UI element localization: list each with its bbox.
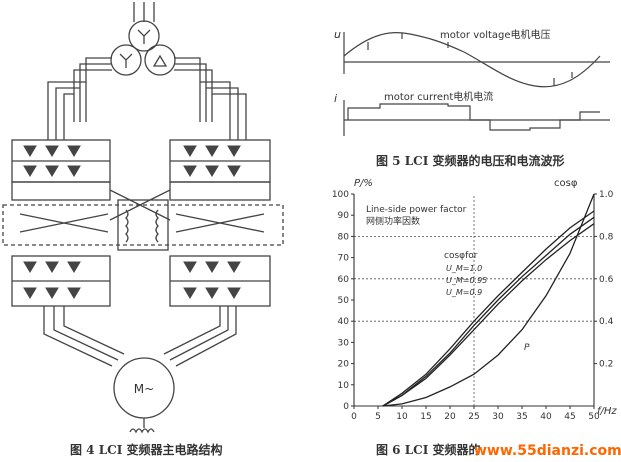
- series-line-3: [382, 193, 595, 407]
- motor-label: M~: [134, 382, 154, 396]
- box-title: Line-side power factor: [366, 205, 467, 215]
- figure5-caption: 图 5 LCI 变频器的电压和电流波形: [376, 154, 565, 168]
- transformer-secondary-winding-left: [110, 44, 142, 76]
- x-tick-label: 0: [351, 412, 357, 422]
- figure4-caption: 图 4 LCI 变频器主电路结构: [70, 443, 223, 457]
- y-axis-label: P/%: [354, 178, 373, 189]
- x-tick-label: 50: [588, 412, 600, 422]
- y-tick-label: 80: [338, 232, 350, 242]
- y-tick-label: 40: [338, 317, 350, 327]
- figure6-caption: 图 6 LCI 变频器的: [376, 443, 481, 457]
- p-curve-label: P: [524, 343, 530, 353]
- lci-circuit-diagram: M~: [2, 2, 284, 434]
- transformer-primary-winding: [128, 20, 160, 52]
- power-factor-chart: 0 5 10 15 20 25 30 35 40 45 50 0 10 20 30 40 50 60 70 80 90 1…: [332, 178, 618, 422]
- y-tick-label: 60: [338, 275, 350, 285]
- x-tick-label: 30: [492, 412, 504, 422]
- legend-series-3: U_M=0.9: [446, 288, 482, 297]
- dc-link-region: [2, 204, 284, 246]
- y-tick-label: 10: [338, 381, 350, 391]
- x-axis-label: f/Hz: [597, 406, 617, 417]
- y-tick-label: 70: [338, 254, 350, 264]
- y-tick-label: 100: [332, 190, 349, 200]
- voltage-label: motor voltage电机电压: [440, 28, 551, 41]
- y-tick-label: 90: [338, 211, 350, 221]
- box-title-cn: 网侧功率因数: [366, 215, 420, 227]
- motor-voltage-waveform: [343, 32, 601, 88]
- i-axis-label: i: [334, 92, 337, 105]
- x-tick-label: 45: [564, 412, 575, 422]
- y-right-tick-label: 1.0: [599, 190, 614, 200]
- legend-series-1: U_M=1.0: [446, 264, 482, 273]
- y-right-tick-label: 0.6: [599, 275, 614, 285]
- x-tick-label: 5: [375, 412, 381, 422]
- waveform-figure: u i motor voltage电机电压 motor current电机电流: [334, 28, 610, 136]
- x-tick-label: 25: [468, 412, 479, 422]
- y-right-axis-label: cosφ: [554, 178, 578, 189]
- y-right-tick-label: 0.2: [599, 360, 613, 370]
- series-line-2: [382, 223, 595, 407]
- watermark: www.55dianzi.com: [474, 443, 621, 459]
- y-tick-label: 0: [343, 402, 349, 412]
- motor-current-waveform: [347, 103, 600, 131]
- legend-title: cosφfor: [444, 251, 478, 261]
- x-tick-label: 40: [540, 412, 552, 422]
- dc-reactor-left-icon: [125, 209, 129, 243]
- current-label: motor current电机电流: [384, 90, 493, 103]
- x-tick-label: 20: [444, 412, 456, 422]
- legend-series-2: U_M=0.95: [446, 276, 487, 285]
- y-tick-label: 20: [338, 360, 350, 370]
- y-right-tick-label: 0.4: [599, 317, 614, 327]
- transformer-secondary-winding-right: [144, 44, 176, 76]
- dc-reactor-right-icon: [155, 209, 159, 243]
- y-tick-label: 30: [338, 338, 350, 348]
- x-tick-label: 15: [420, 412, 431, 422]
- u-axis-label: u: [334, 28, 341, 41]
- series-line-0: [382, 210, 595, 407]
- series-line-1: [382, 216, 595, 407]
- x-tick-label: 10: [396, 412, 408, 422]
- y-tick-label: 50: [338, 296, 350, 306]
- y-right-tick-label: 0.8: [599, 232, 614, 242]
- x-tick-label: 35: [516, 412, 527, 422]
